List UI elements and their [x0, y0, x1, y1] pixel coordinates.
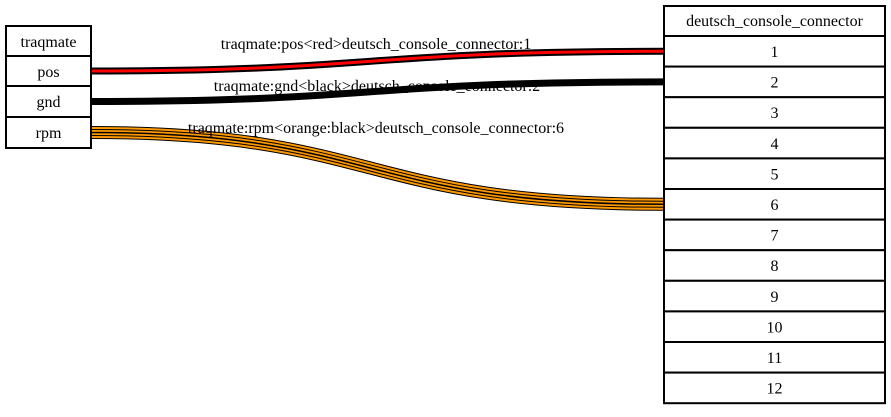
deutsch-pin-3-cell[interactable]	[663, 96, 886, 129]
deutsch-pin-2: 2	[771, 75, 779, 92]
deutsch-pin-7-cell[interactable]	[663, 218, 886, 252]
deutsch-pin-4-cell[interactable]	[663, 126, 886, 160]
wire-label-rpm: traqmate:rpm<orange:black>deutsch_consol…	[188, 120, 564, 137]
deutsch-pin-3: 3	[771, 105, 779, 122]
wire-gnd-to-2[interactable]	[90, 78, 665, 105]
traqmate-pin-rpm: rpm	[36, 125, 62, 142]
deutsch-pin-4: 4	[771, 136, 779, 153]
deutsch-pin-6-cell[interactable]	[663, 188, 886, 221]
deutsch-pin-10: 10	[767, 319, 783, 336]
deutsch-pin-8: 8	[771, 258, 779, 275]
deutsch-pin-11-cell[interactable]	[663, 341, 886, 374]
deutsch-title: deutsch_console_connector	[686, 13, 864, 30]
wire-labels-layer: traqmate:pos<red>deutsch_console_connect…	[188, 36, 564, 137]
wire-label-gnd: traqmate:gnd<black>deutsch_console_conne…	[214, 78, 540, 95]
traqmate-title: traqmate	[21, 34, 77, 51]
deutsch-pin-8-cell[interactable]	[663, 249, 886, 282]
deutsch-pin-12: 12	[767, 381, 783, 398]
traqmate-pin-rpm-cell[interactable]	[5, 116, 92, 149]
traqmate-connector[interactable]: traqmate pos gnd rpm	[5, 25, 92, 149]
deutsch-console-connector[interactable]: deutsch_console_connector 12345678910111…	[663, 5, 886, 405]
deutsch-pin-7: 7	[771, 228, 779, 245]
deutsch-pin-5: 5	[771, 166, 779, 183]
deutsch-pin-10-cell[interactable]	[663, 310, 886, 343]
traqmate-title-cell	[5, 25, 92, 57]
deutsch-pin-6: 6	[771, 197, 779, 214]
traqmate-pin-gnd: gnd	[37, 94, 61, 111]
deutsch-pin-9-cell[interactable]	[663, 279, 886, 313]
deutsch-pin-2-cell[interactable]	[663, 65, 886, 99]
wire-rpm-to-6[interactable]	[90, 126, 665, 211]
wire-label-pos: traqmate:pos<red>deutsch_console_connect…	[221, 36, 531, 53]
deutsch-pin-1: 1	[771, 44, 779, 61]
traqmate-pin-pos: pos	[37, 64, 59, 81]
wires-layer	[90, 47, 665, 211]
deutsch-pin-9: 9	[771, 289, 779, 306]
wire-pos-to-1[interactable]	[90, 47, 665, 75]
deutsch-pin-12-cell[interactable]	[663, 371, 886, 405]
deutsch-pin-11: 11	[767, 350, 782, 367]
